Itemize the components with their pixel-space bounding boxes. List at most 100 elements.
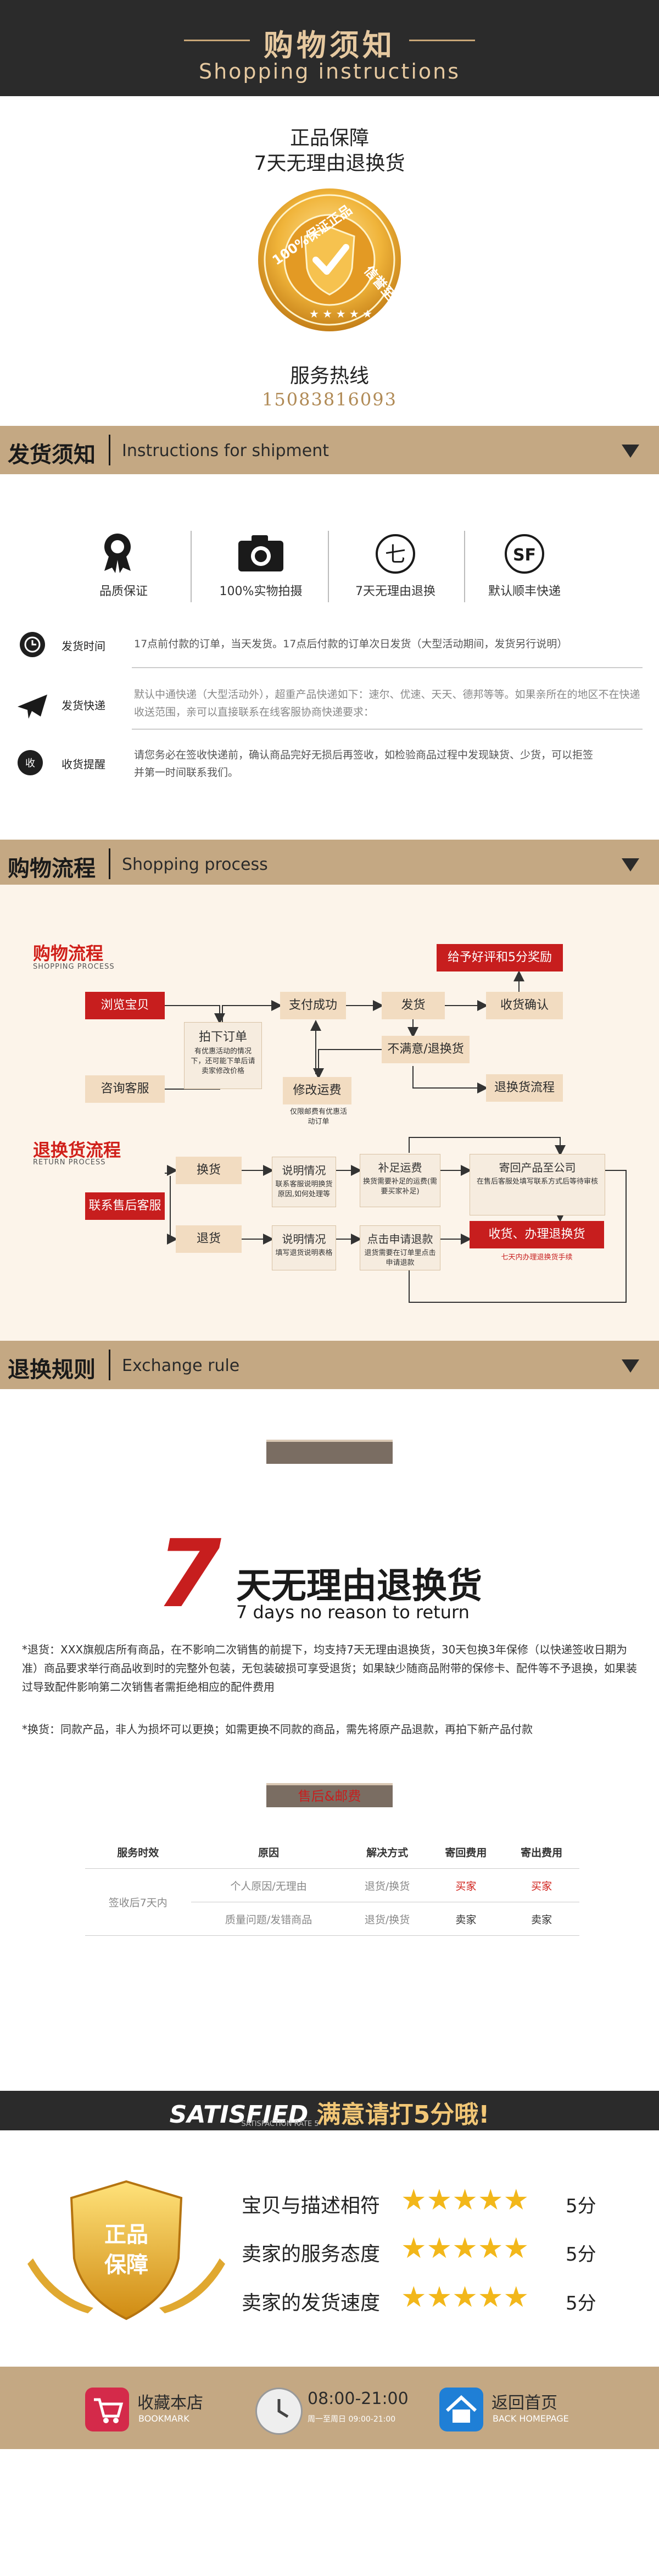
flow-contact: 联系售后客服 <box>85 1192 165 1220</box>
cart-icon[interactable] <box>85 2388 129 2431</box>
footer-hours-note: 周一至周日 09:00-21:00 <box>308 2415 396 2424</box>
table-header-row: 服务时效 原因 解决方式 寄回费用 寄出费用 <box>85 1835 579 1869</box>
rule-big-subtitle: 7 days no reason to return <box>236 1602 470 1623</box>
flow-apply-card: 点击申请退款 退货需要在订单里点击申请退款 <box>360 1225 440 1270</box>
rule-return: *退货：XXX旗舰店所有商品，在不影响二次销售的前提下，均支持7天无理由退换货，… <box>22 1643 637 1694</box>
flow-order-note: 有优惠活动的情况下，还可能下单后请卖家修改价格 <box>191 1047 255 1075</box>
rating-score: 5分 <box>566 2244 596 2266</box>
section-bar-exchange[interactable]: 退换规则 Exchange rule <box>0 1341 659 1389</box>
table-cell: 卖家 <box>428 1902 504 1936</box>
collapse-triangle-icon[interactable] <box>622 858 639 871</box>
icon-label-photo: 100%实物拍摄 <box>219 585 303 598</box>
satisfied-title-en: SATISFIED <box>169 2101 309 2129</box>
flow-arrows <box>165 970 627 1303</box>
divider <box>109 1350 110 1380</box>
rating-stars: ★★★★★ <box>401 2281 529 2314</box>
table-cell-period: 签收后7天内 <box>85 1868 191 1936</box>
collapse-triangle-icon[interactable] <box>622 445 639 458</box>
section-en: Shopping process <box>122 855 268 874</box>
flow-ship: 发货 <box>382 992 445 1019</box>
return-subtitle: RETURN PROCESS <box>33 1158 106 1167</box>
page-title: 购物须知 <box>264 28 395 63</box>
table-cell: 买家 <box>504 1868 579 1902</box>
table-header: 服务时效 <box>85 1835 191 1869</box>
section-en: Exchange rule <box>122 1356 240 1375</box>
flow-pay: 支付成功 <box>280 992 346 1019</box>
svg-text:七: 七 <box>385 542 406 567</box>
row-label-express: 发货快递 <box>62 699 105 712</box>
home-icon[interactable] <box>439 2388 483 2431</box>
rating-stars: ★★★★★ <box>401 2184 529 2217</box>
rating-stars: ★★★★★ <box>401 2232 529 2265</box>
satisfied-sub: SATISFACTION RATE 5 <box>241 2120 319 2128</box>
row-text-time: 17点前付款的订单，当天发货。17点后付款的订单次日发货（大型活动期间，发货另行… <box>134 638 568 650</box>
camera-icon <box>238 535 283 571</box>
flow-apply: 点击申请退款 <box>367 1233 433 1246</box>
icon-label-seven-day: 7天无理由退换 <box>355 585 435 598</box>
flow-explain1-note: 联系客服说明换货原因,如何处理等 <box>275 1180 333 1198</box>
flow-apply-note: 退货需要在订单里点击申请退款 <box>364 1249 436 1267</box>
flow-title: 购物流程 <box>33 943 104 964</box>
clock-icon <box>20 632 45 657</box>
divider <box>132 729 643 730</box>
flow-done-note: 七天内办理退换货手续 <box>501 1253 573 1262</box>
flow-browse: 浏览宝贝 <box>85 992 165 1019</box>
collapse-triangle-icon[interactable] <box>622 1359 639 1373</box>
flow-consult: 咨询客服 <box>85 1075 165 1103</box>
flow-subtitle: SHOPPING PROCESS <box>33 963 115 971</box>
flow-explain2: 说明情况 <box>282 1233 326 1246</box>
svg-text:★ ★ ★ ★ ★: ★ ★ ★ ★ ★ <box>309 307 372 320</box>
shield-text-line2: 保障 <box>104 2252 148 2278</box>
receive-icon: 收 <box>18 750 43 775</box>
row-label-receive: 收货提醒 <box>62 758 105 771</box>
table-header: 原因 <box>191 1835 347 1869</box>
icon-label-sf: 默认顺丰快递 <box>488 585 561 598</box>
seven-day-icon: 七 <box>376 534 415 574</box>
table-cell: 退货/换货 <box>346 1902 428 1936</box>
flow-refund: 退货 <box>176 1225 242 1253</box>
rating-score: 5分 <box>566 2292 596 2314</box>
section-bar-process[interactable]: 购物流程 Shopping process <box>0 840 659 888</box>
footer-fav[interactable]: 收藏本店 <box>137 2394 203 2413</box>
flow-modify: 修改运费 <box>283 1077 351 1104</box>
seven-numeral: 7 <box>157 1520 222 1629</box>
row-text-receive: 请您务必在签收快递前，确认商品完好无损后再签收，如检验商品过程中发现缺货、少货，… <box>134 749 594 779</box>
rating-label: 卖家的发货速度 <box>242 2292 381 2314</box>
satisfied-bar <box>0 2091 659 2130</box>
flow-receive: 收货确认 <box>486 992 563 1019</box>
rule-header-bar <box>266 1440 393 1464</box>
hotline-label: 服务热线 <box>289 365 369 387</box>
footer-hours: 08:00-21:00 <box>308 2389 409 2408</box>
svg-text:SF: SF <box>513 546 536 565</box>
section-bar-shipping[interactable]: 发货须知 Instructions for shipment <box>0 426 659 474</box>
flow-explain2-card: 说明情况 填写退货说明表格 <box>272 1225 336 1270</box>
rating-label: 卖家的服务态度 <box>242 2243 381 2266</box>
section-title: 购物流程 <box>8 856 96 881</box>
icon-label-quality: 品质保证 <box>99 585 148 598</box>
footer-home-en: BACK HOMEPAGE <box>493 2413 569 2424</box>
rule-exchange: *换货：同款产品，非人为损坏可以更换；如需更换不同款的商品，需先将原产品退款，再… <box>22 1723 533 1736</box>
satisfied-title: SATISFIED 满意请打5分哦! <box>0 2095 659 2130</box>
flow-modify-note: 仅限邮费有优惠活动订单 <box>289 1108 347 1126</box>
guarantee-title: 正品保障 <box>289 127 369 149</box>
page-header <box>0 0 659 96</box>
divider <box>109 848 110 879</box>
flow-freight-card: 补足运费 换货需要补足的运费(需要买家补足) <box>360 1154 440 1207</box>
fee-header: 售后&邮费 <box>266 1783 393 1807</box>
table-cell: 买家 <box>428 1868 504 1902</box>
plane-icon <box>18 695 47 719</box>
flow-order: 拍下订单 <box>198 1030 247 1044</box>
guarantee-subtitle: 7天无理由退换货 <box>254 152 405 175</box>
separator <box>191 531 192 602</box>
footer-home[interactable]: 返回首页 <box>492 2394 557 2413</box>
flow-freight-note: 换货需要补足的运费(需要买家补足) <box>362 1178 438 1196</box>
table-header: 寄出费用 <box>504 1835 579 1869</box>
table-cell: 质量问题/发错商品 <box>191 1902 347 1936</box>
table-row: 质量问题/发错商品 退货/换货 卖家 卖家 <box>85 1902 579 1936</box>
hotline-number: 15083816093 <box>262 389 397 410</box>
rating-score: 5分 <box>566 2195 596 2217</box>
clock-icon <box>255 2388 303 2435</box>
row-label-time: 发货时间 <box>62 640 105 653</box>
flow-review: 给予好评和5分奖励 <box>437 944 563 971</box>
page-subtitle: Shopping instructions <box>198 59 461 84</box>
